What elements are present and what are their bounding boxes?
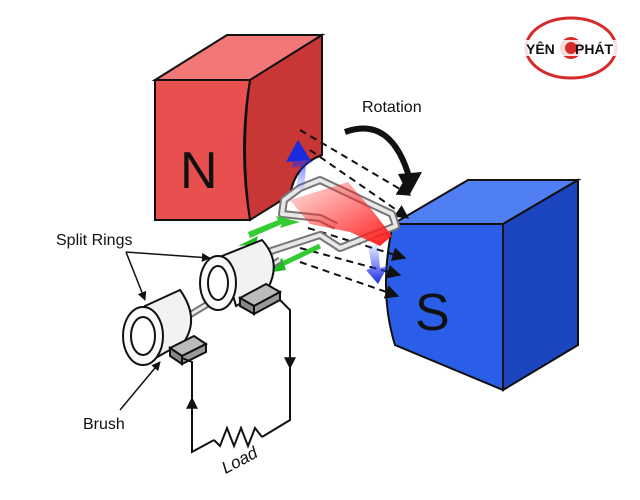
rotation-arrow: Rotation [343,99,422,196]
load-circuit [181,299,296,454]
field-arrow-5 [299,261,400,299]
field-arrow-2 [309,149,410,219]
load-resistor [213,425,263,449]
load-label: Load [218,443,261,478]
company-logo: YÊN PHÁT [523,16,619,80]
rotation-label: Rotation [362,99,422,116]
brush-label: Brush [83,416,125,433]
commutator-assembly [122,238,283,366]
south-magnet: S [385,178,582,392]
brush-front [168,334,208,366]
logo-eye-icon [565,42,577,54]
armature-coil [266,176,400,256]
leader-lines [119,251,211,411]
logo-text-right: PHÁT [575,41,614,57]
logo-text-left: YÊN [526,40,555,57]
motion-arrow [290,182,392,246]
north-pole-label: N [180,142,218,200]
force-arrows [286,140,388,284]
split-rings-label: Split Rings [56,232,132,249]
north-magnet: N [151,33,326,222]
field-arrow-1 [299,129,412,196]
south-pole-label: S [415,284,450,342]
